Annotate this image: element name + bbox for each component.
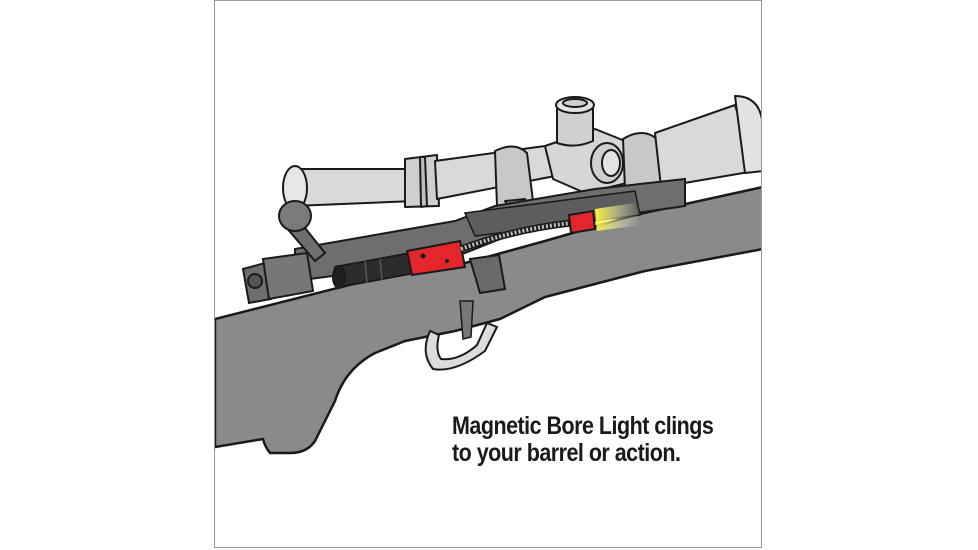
product-image-panel: Magnetic Bore Light clings to your barre… [214,0,762,548]
product-caption: Magnetic Bore Light clings to your barre… [452,412,714,467]
rifle-stock [215,186,761,455]
caption-line-1: Magnetic Bore Light clings [452,412,714,440]
caption-line-2: to your barrel or action. [452,439,681,467]
bolt-shroud [241,251,315,305]
scope-icon [282,95,761,217]
bolt-handle [278,200,327,263]
trigger-guard [424,321,499,371]
bore-light-icon [332,209,597,289]
rifle-illustration [215,95,761,455]
bore-light-glow [595,203,640,231]
